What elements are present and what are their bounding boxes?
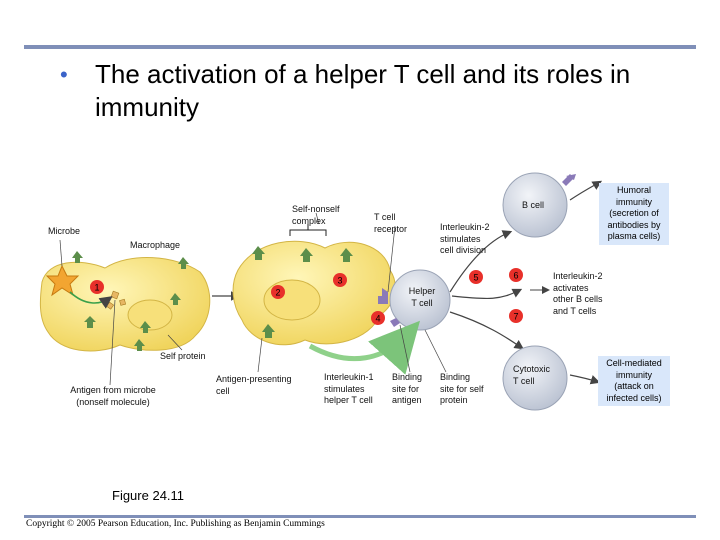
step-7: 7 xyxy=(509,309,523,323)
step-2: 2 xyxy=(271,285,285,299)
label-self-nonself: Self-nonself complex xyxy=(292,204,340,226)
interleukin-1-arrow xyxy=(308,320,420,375)
label-helper-t: Helper T cell xyxy=(408,286,436,308)
il2-arrow-to-b xyxy=(449,230,513,293)
il2-arrow-to-cytotoxic xyxy=(449,311,524,350)
label-macrophage: Macrophage xyxy=(130,240,181,250)
svg-text:6: 6 xyxy=(513,271,518,281)
box-cell-mediated: Cell-mediated immunity (attack on infect… xyxy=(598,356,670,406)
svg-text:3: 3 xyxy=(337,276,342,286)
label-binding-self: Binding site for self protein xyxy=(440,372,484,405)
self-nonself-bracket xyxy=(289,224,327,236)
humoral-arrow xyxy=(569,180,603,201)
copyright-line: Copyright © 2005 Pearson Education, Inc.… xyxy=(26,519,325,529)
box-humoral-immunity: Humoral immunity (secretion of antibodie… xyxy=(599,183,669,245)
slide-title-text: The activation of a helper T cell and it… xyxy=(95,59,631,122)
bullet-glyph: • xyxy=(60,62,68,87)
label-interleukin2-division: Interleukin-2 stimulates cell division xyxy=(440,222,490,255)
svg-text:1: 1 xyxy=(94,283,99,293)
label-cytotoxic: Cytotoxic T cell xyxy=(513,364,551,386)
apc-nucleus xyxy=(263,279,321,321)
figure-caption: Figure 24.11 xyxy=(112,488,185,503)
slide-title: • The activation of a helper T cell and … xyxy=(60,58,700,124)
step-5: 5 xyxy=(469,270,483,284)
svg-text:4: 4 xyxy=(375,314,380,324)
svg-text:5: 5 xyxy=(473,273,478,283)
mhc-receptor-icons-left xyxy=(72,251,189,351)
step-markers: 1 2 3 4 5 6 7 xyxy=(90,268,523,325)
macrophage-left-nucleus xyxy=(127,299,173,331)
label-binding-antigen: Binding site for antigen xyxy=(392,372,423,405)
mhc-receptor-icons-apc xyxy=(252,246,353,338)
step-3: 3 xyxy=(333,273,347,287)
label-antigen-from-microbe: Antigen from microbe (nonself molecule) xyxy=(70,385,156,407)
label-t-cell-receptor: T cell receptor xyxy=(374,212,408,234)
label-interleukin1: Interleukin-1 stimulates helper T cell xyxy=(324,372,374,405)
label-self-protein: Self protein xyxy=(160,351,206,361)
cytotoxic-t-cell xyxy=(502,345,568,411)
il2-arrow-self xyxy=(451,288,523,300)
step-1: 1 xyxy=(90,280,104,294)
top-rule xyxy=(24,45,696,49)
label-antigen-presenting: Antigen-presenting cell xyxy=(216,374,292,396)
cell-mediated-arrow xyxy=(569,374,601,385)
helper-t-cell xyxy=(389,269,451,331)
svg-text:7: 7 xyxy=(513,312,518,322)
step-6: 6 xyxy=(509,268,523,282)
b-cell-receptor-icons xyxy=(562,174,576,186)
step-4: 4 xyxy=(371,311,385,325)
label-b-cell: B cell xyxy=(522,200,545,210)
microbe-icon xyxy=(45,264,80,297)
svg-text:2: 2 xyxy=(275,288,280,298)
label-microbe: Microbe xyxy=(48,226,81,236)
b-cell xyxy=(502,172,568,238)
bottom-rule xyxy=(24,515,696,518)
label-interleukin2-activates: Interleukin-2 activates other B cells an… xyxy=(553,271,603,316)
